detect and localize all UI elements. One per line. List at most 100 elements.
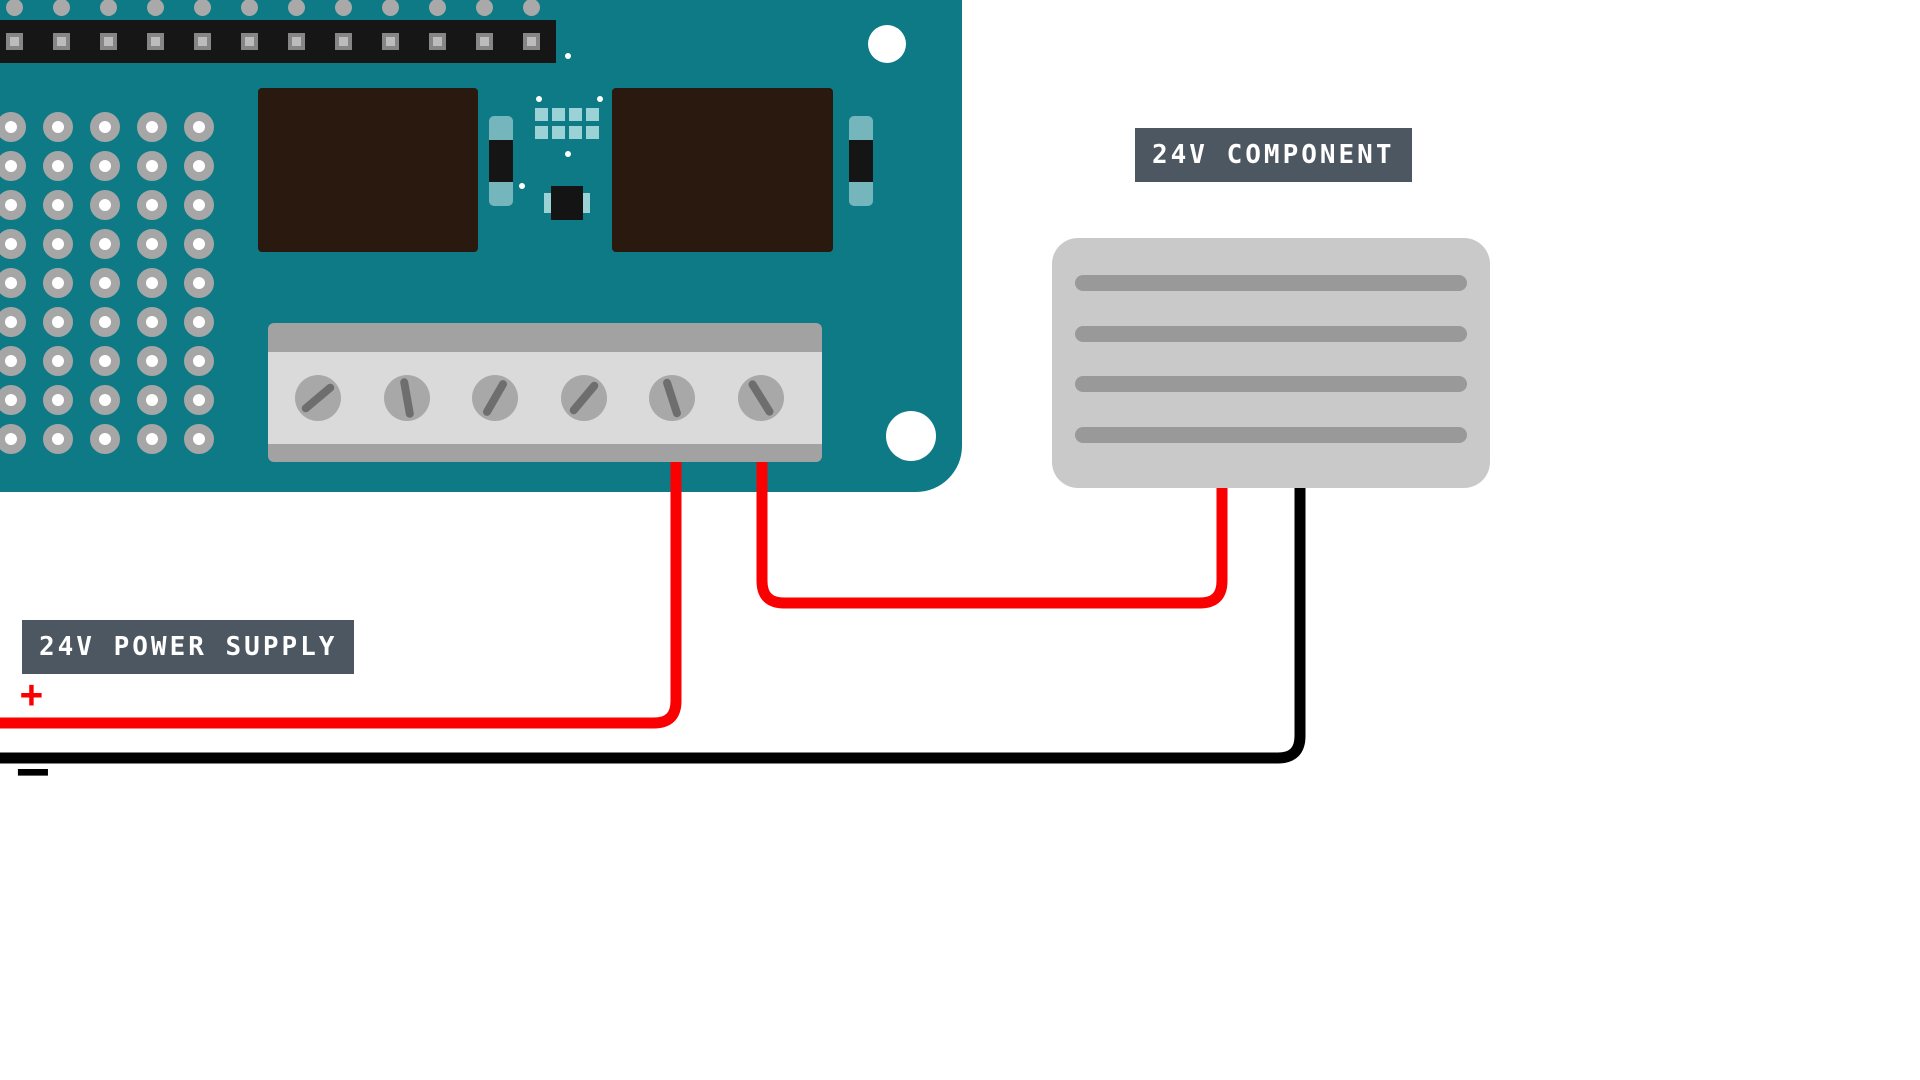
pin-top-circle: [475, 0, 493, 16]
screw-slot-icon: [747, 378, 775, 418]
proto-hole: [184, 346, 214, 376]
terminal-screw: [738, 375, 784, 421]
component-vent-slot: [1075, 376, 1467, 393]
header-pin: [334, 32, 352, 50]
header-pin: [522, 32, 540, 50]
mounting-hole-top: [868, 25, 906, 63]
proto-hole: [43, 190, 73, 220]
capacitor-2: [849, 116, 873, 206]
header-pin: [381, 32, 399, 50]
proto-hole: [137, 112, 167, 142]
smd-pad: [535, 126, 548, 139]
proto-hole: [43, 346, 73, 376]
terminal-screw: [295, 375, 341, 421]
proto-hole: [0, 151, 26, 181]
proto-hole: [137, 424, 167, 454]
proto-hole: [90, 190, 120, 220]
proto-hole: [184, 424, 214, 454]
proto-hole: [184, 112, 214, 142]
relay-2: [612, 88, 833, 252]
terminal-screw: [383, 375, 430, 421]
proto-hole: [184, 229, 214, 259]
proto-hole: [90, 151, 120, 181]
mounting-hole-bottom: [886, 411, 936, 461]
header-pin: [52, 32, 70, 50]
proto-hole: [0, 385, 26, 415]
screw-slot-icon: [567, 380, 600, 416]
header-pin: [99, 32, 117, 50]
proto-hole: [90, 346, 120, 376]
solder-dot: [565, 53, 571, 59]
smd-pad: [552, 108, 565, 121]
circuit-board: [0, 0, 962, 492]
component-vent-slot: [1075, 275, 1467, 291]
proto-hole: [90, 385, 120, 415]
screw-slot-icon: [662, 377, 683, 419]
header-pin: [287, 32, 305, 50]
smd-pad: [569, 126, 582, 139]
proto-hole: [137, 268, 167, 298]
proto-hole: [90, 268, 120, 298]
proto-hole-grid: [0, 112, 241, 487]
proto-hole: [0, 268, 26, 298]
proto-hole: [43, 112, 73, 142]
proto-hole: [137, 151, 167, 181]
relay-1: [258, 88, 478, 252]
proto-hole: [184, 385, 214, 415]
proto-hole: [0, 190, 26, 220]
proto-hole: [43, 229, 73, 259]
proto-hole: [43, 151, 73, 181]
pin-top-circle: [240, 0, 258, 16]
proto-hole: [0, 307, 26, 337]
smd-pad: [586, 126, 599, 139]
smd-pad: [552, 126, 565, 139]
proto-hole: [90, 112, 120, 142]
component-box: [1052, 238, 1490, 488]
pin-top-row: [0, 0, 962, 17]
proto-hole: [137, 307, 167, 337]
proto-hole: [0, 346, 26, 376]
pin-top-circle: [522, 0, 540, 16]
pin-top-circle: [287, 0, 305, 16]
smd-pad: [535, 108, 548, 121]
screw-slot-icon: [481, 378, 509, 418]
terminal-block: [268, 323, 822, 462]
proto-hole: [137, 190, 167, 220]
proto-hole: [43, 307, 73, 337]
pin-top-circle: [5, 0, 23, 16]
proto-hole: [184, 268, 214, 298]
solder-dot: [519, 183, 525, 189]
pin-top-circle: [52, 0, 70, 16]
pin-top-circle: [99, 0, 117, 16]
proto-hole: [90, 424, 120, 454]
pin-top-circle: [146, 0, 164, 16]
power-supply-label: 24V POWER SUPPLY: [22, 620, 355, 674]
smd-pad: [586, 108, 599, 121]
component-label: 24V COMPONENT: [1135, 128, 1412, 182]
smd-chip: [544, 186, 590, 220]
proto-hole: [0, 229, 26, 259]
proto-hole: [43, 424, 73, 454]
screw-slot-icon: [300, 382, 336, 414]
header-pin: [240, 32, 258, 50]
pin-top-circle: [193, 0, 211, 16]
terminal-screw: [649, 375, 696, 421]
header-pin: [428, 32, 446, 50]
terminal-face: [268, 352, 822, 444]
solder-dot: [597, 96, 603, 102]
pin-top-circle: [428, 0, 446, 16]
proto-hole: [90, 229, 120, 259]
smd-pad: [569, 108, 582, 121]
plus-symbol: +: [20, 672, 43, 716]
pin-header: [0, 20, 556, 63]
wire-positive-component: [756, 446, 1228, 609]
header-pin: [5, 32, 23, 50]
proto-hole: [184, 307, 214, 337]
component-vent-slot: [1075, 325, 1467, 342]
terminal-screw: [472, 375, 519, 421]
pin-top-circle: [334, 0, 352, 16]
screw-slot-icon: [399, 377, 415, 419]
proto-hole: [43, 268, 73, 298]
proto-hole: [137, 229, 167, 259]
proto-hole: [137, 346, 167, 376]
